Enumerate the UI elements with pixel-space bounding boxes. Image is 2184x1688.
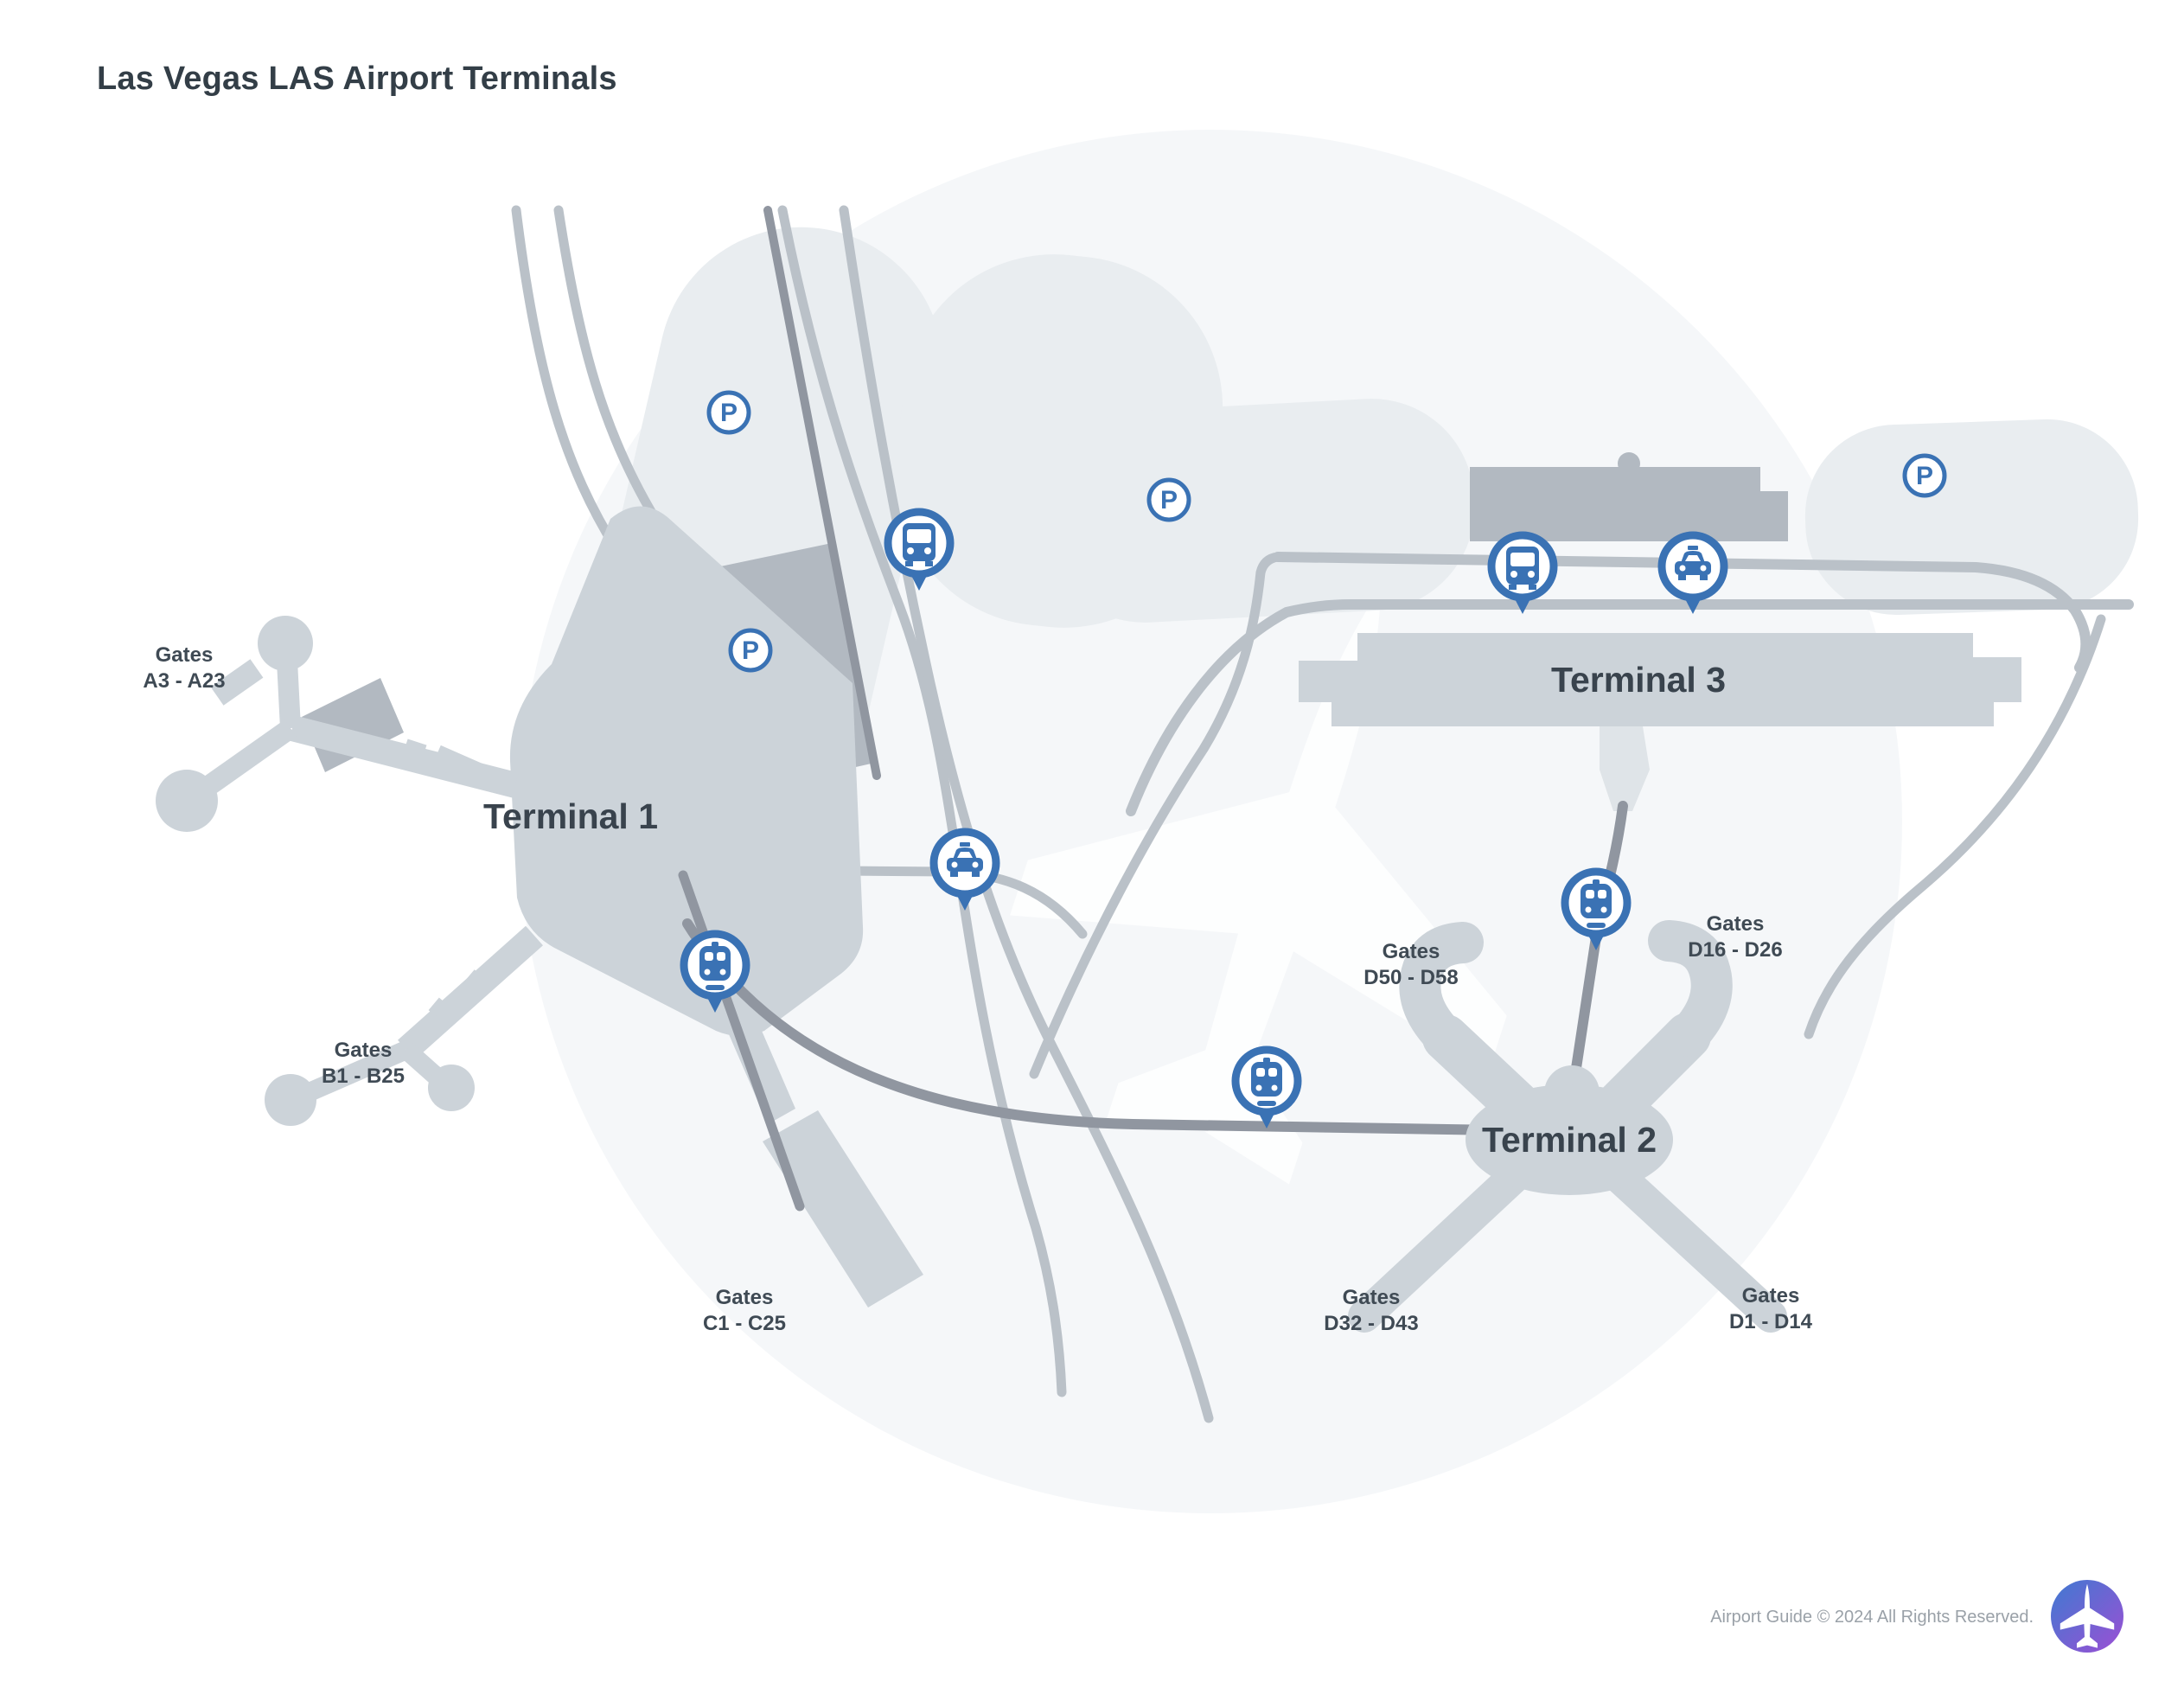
terminal-3-complex [1299, 633, 2021, 811]
concourse-b [265, 925, 543, 1126]
terminal-3-stem [1600, 726, 1650, 811]
gates-d50-range: D50 - D58 [1363, 966, 1458, 989]
gate-labels: Gates A3 - A23 Gates B1 - B25 Gates C1 -… [143, 643, 1812, 1335]
airport-guide-logo[interactable] [2051, 1580, 2123, 1653]
bus-icon [903, 523, 936, 566]
svg-text:P: P [742, 636, 759, 665]
terminal-3-building [1299, 633, 2021, 726]
gates-d16-heading: Gates [1707, 912, 1765, 936]
terminal-3-parking-garage [1470, 467, 1788, 541]
gates-d1-heading: Gates [1742, 1284, 1800, 1308]
parking-icon-t3-east[interactable]: P [1905, 456, 1945, 496]
footer: Airport Guide © 2024 All Rights Reserved… [1710, 1580, 2123, 1653]
copyright-text: Airport Guide © 2024 All Rights Reserved… [1710, 1608, 2034, 1627]
gates-b-heading: Gates [335, 1039, 393, 1062]
terminal-2-jet-bridges [1390, 1209, 1741, 1285]
terminal-1-building [509, 506, 864, 1036]
parking-field-t3-east [1804, 419, 2139, 616]
gates-b-range: B1 - B25 [322, 1065, 405, 1088]
concourse-a [156, 616, 519, 832]
bus-icon [1506, 547, 1539, 590]
terminal-1-complex [156, 506, 923, 1308]
terminal-2-label: Terminal 2 [1482, 1120, 1657, 1160]
parking-markers: P P P P [709, 393, 1945, 670]
gates-a-range: A3 - A23 [143, 669, 225, 693]
page-title: Las Vegas LAS Airport Terminals [97, 61, 617, 97]
gates-d1-range: D1 - D14 [1729, 1310, 1813, 1333]
terminal-3-garage-stub [1622, 467, 1636, 477]
gates-d50-heading: Gates [1383, 940, 1440, 963]
svg-text:P: P [1916, 462, 1933, 490]
svg-text:P: P [1160, 486, 1178, 515]
gates-c-range: C1 - C25 [703, 1312, 786, 1335]
terminal-3-label: Terminal 3 [1551, 660, 1726, 700]
gates-c-heading: Gates [716, 1286, 774, 1309]
gates-a-heading: Gates [156, 643, 214, 667]
parking-field-t3-west [1041, 399, 1475, 623]
parking-icon-t1-garage[interactable]: P [731, 630, 770, 670]
gates-d32-range: D32 - D43 [1324, 1312, 1418, 1335]
gates-d32-heading: Gates [1343, 1286, 1401, 1309]
svg-text:P: P [720, 399, 738, 427]
parking-icon-west[interactable]: P [709, 393, 749, 432]
terminal-1-label: Terminal 1 [483, 796, 658, 836]
gates-d16-range: D16 - D26 [1688, 938, 1782, 962]
parking-icon-center[interactable]: P [1149, 480, 1189, 520]
terminal-2-core [1466, 1065, 1673, 1195]
